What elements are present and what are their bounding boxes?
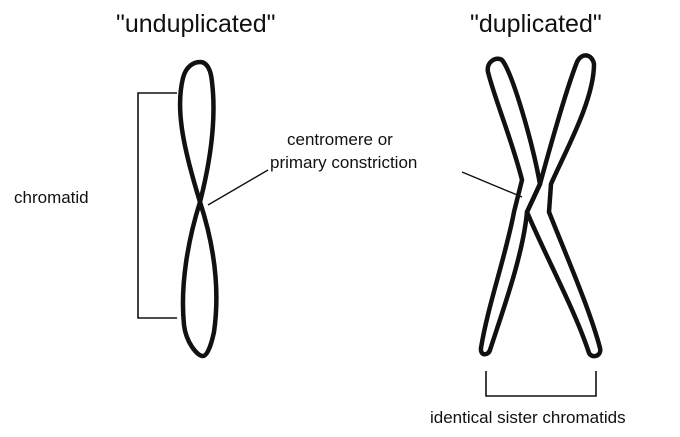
chromatid-label: chromatid	[14, 188, 89, 207]
sister-chromatids-bracket	[485, 371, 597, 397]
duplicated-chromosome	[478, 53, 603, 359]
sister-chromatid-right	[524, 53, 603, 359]
unduplicated-lower-lobe	[180, 199, 219, 359]
sister-chromatids-label: identical sister chromatids	[430, 408, 626, 427]
duplicated-title: "duplicated"	[470, 10, 602, 38]
chromatid-bracket	[137, 92, 177, 319]
centromere-pointer-left	[207, 169, 269, 206]
centromere-pointer-right	[461, 171, 523, 198]
unduplicated-upper-lobe	[177, 59, 216, 205]
centromere-label-line2: primary constriction	[270, 153, 418, 172]
centromere-label-line1: centromere or	[287, 130, 393, 149]
unduplicated-chromosome	[177, 59, 219, 359]
unduplicated-title: "unduplicated"	[116, 10, 276, 38]
